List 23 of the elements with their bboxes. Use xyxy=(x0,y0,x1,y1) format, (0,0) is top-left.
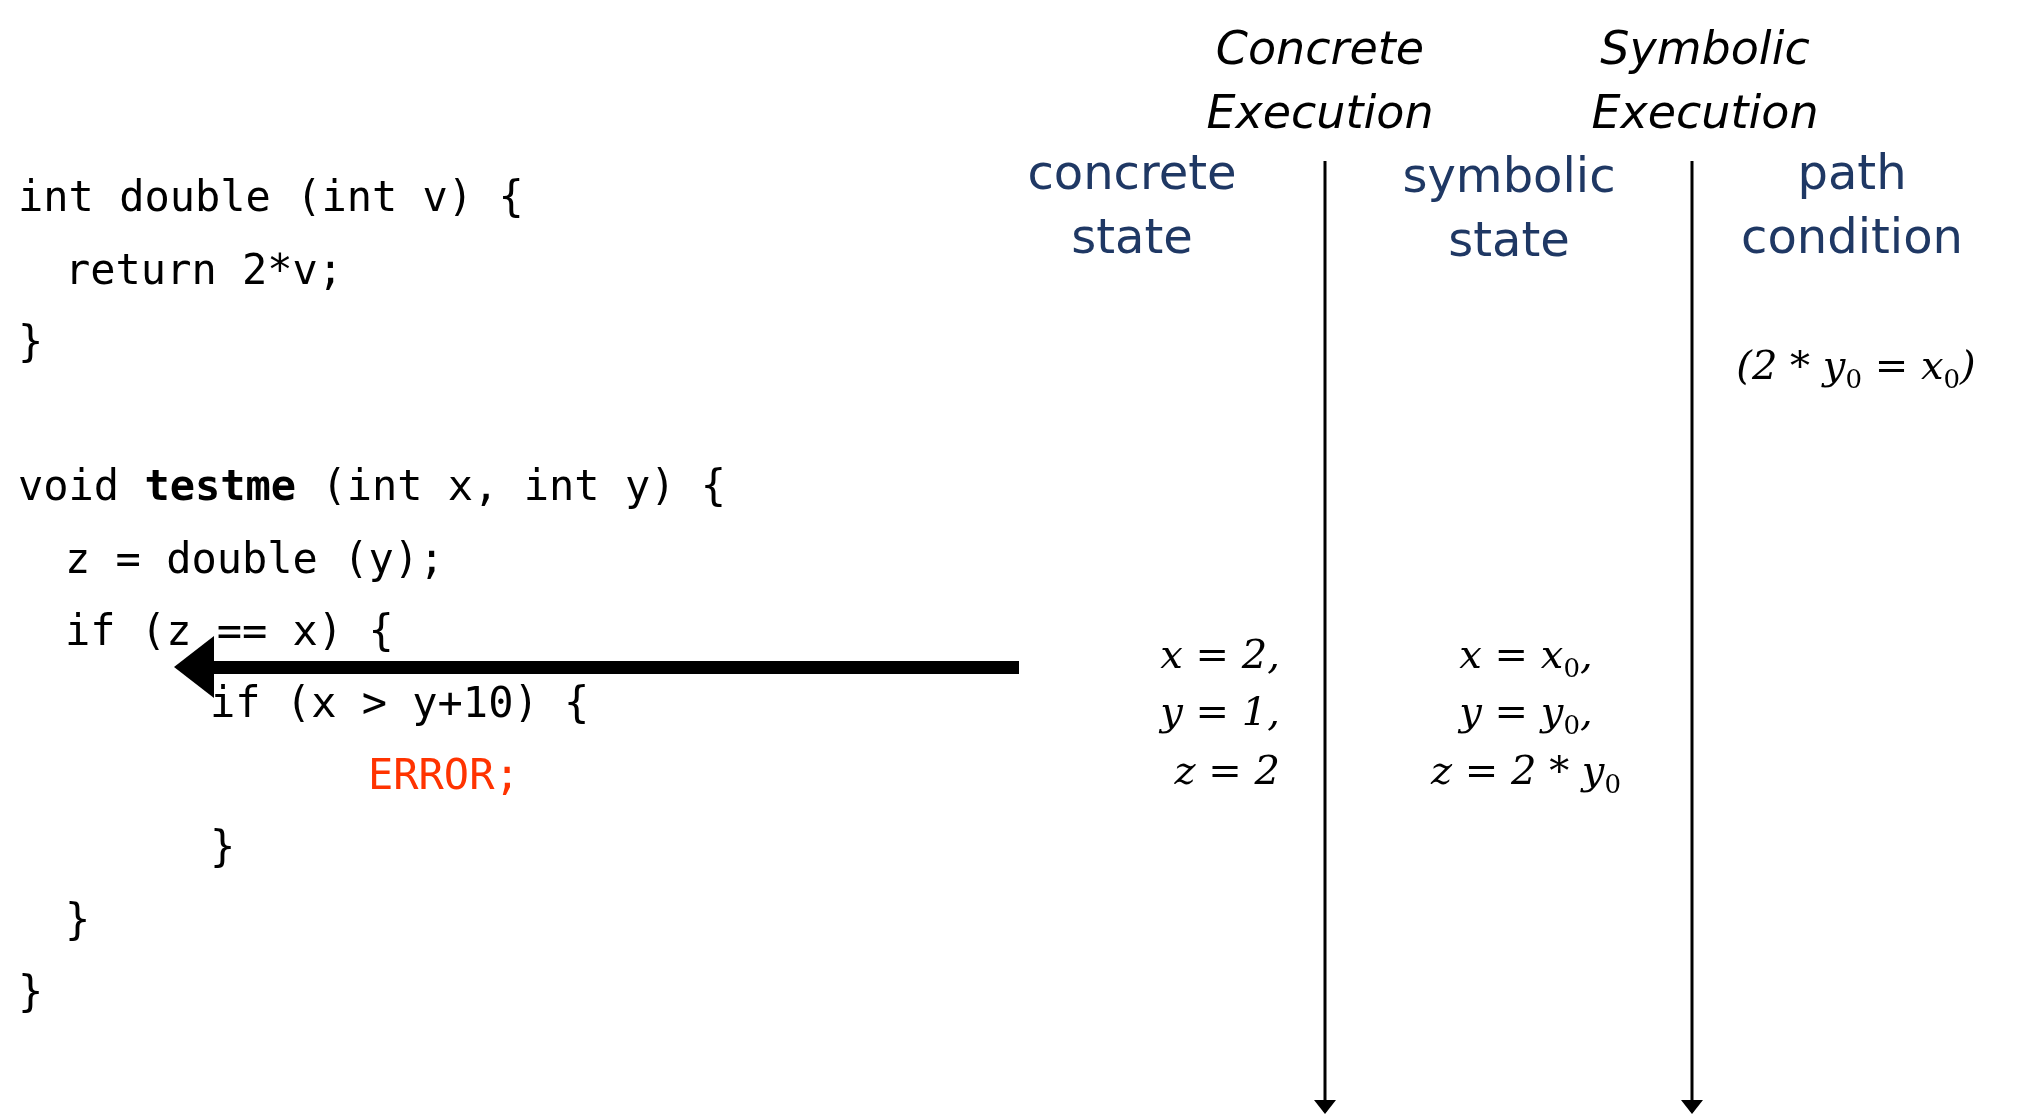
code-line: if (x > y+10) { xyxy=(210,677,590,729)
code-line: ERROR; xyxy=(368,749,520,801)
equation: y = y$_{0}$, xyxy=(1457,687,1594,742)
code-line: if (z == x) { xyxy=(65,605,394,657)
code-line: return 2*v; xyxy=(65,244,344,296)
code-line: } xyxy=(18,316,44,368)
code-line: void testme (int x, int y) { xyxy=(18,460,727,512)
code-line: } xyxy=(65,894,91,946)
column-heading: Symbolic Execution xyxy=(1590,20,1820,141)
code-line: z = double (y); xyxy=(65,533,445,585)
equation: (2 * y$_{0}$ = x$_{0}$) xyxy=(1735,341,1977,396)
equation: x = 2, xyxy=(1159,630,1280,679)
column-header: path condition xyxy=(1740,143,1964,266)
equation: y = 1, xyxy=(1158,687,1280,736)
code-line: } xyxy=(210,821,236,873)
equation: z = 2 xyxy=(1173,746,1280,795)
column-heading: Concrete Execution xyxy=(1205,20,1435,141)
equation: x = x$_{0}$, xyxy=(1458,630,1594,685)
equation: z = 2 * y$_{0}$ xyxy=(1429,746,1622,801)
code-line: int double (int v) { xyxy=(18,171,524,223)
column-header: symbolic state xyxy=(1401,146,1617,269)
column-header: concrete state xyxy=(1026,143,1238,266)
code-line: } xyxy=(18,966,44,1018)
